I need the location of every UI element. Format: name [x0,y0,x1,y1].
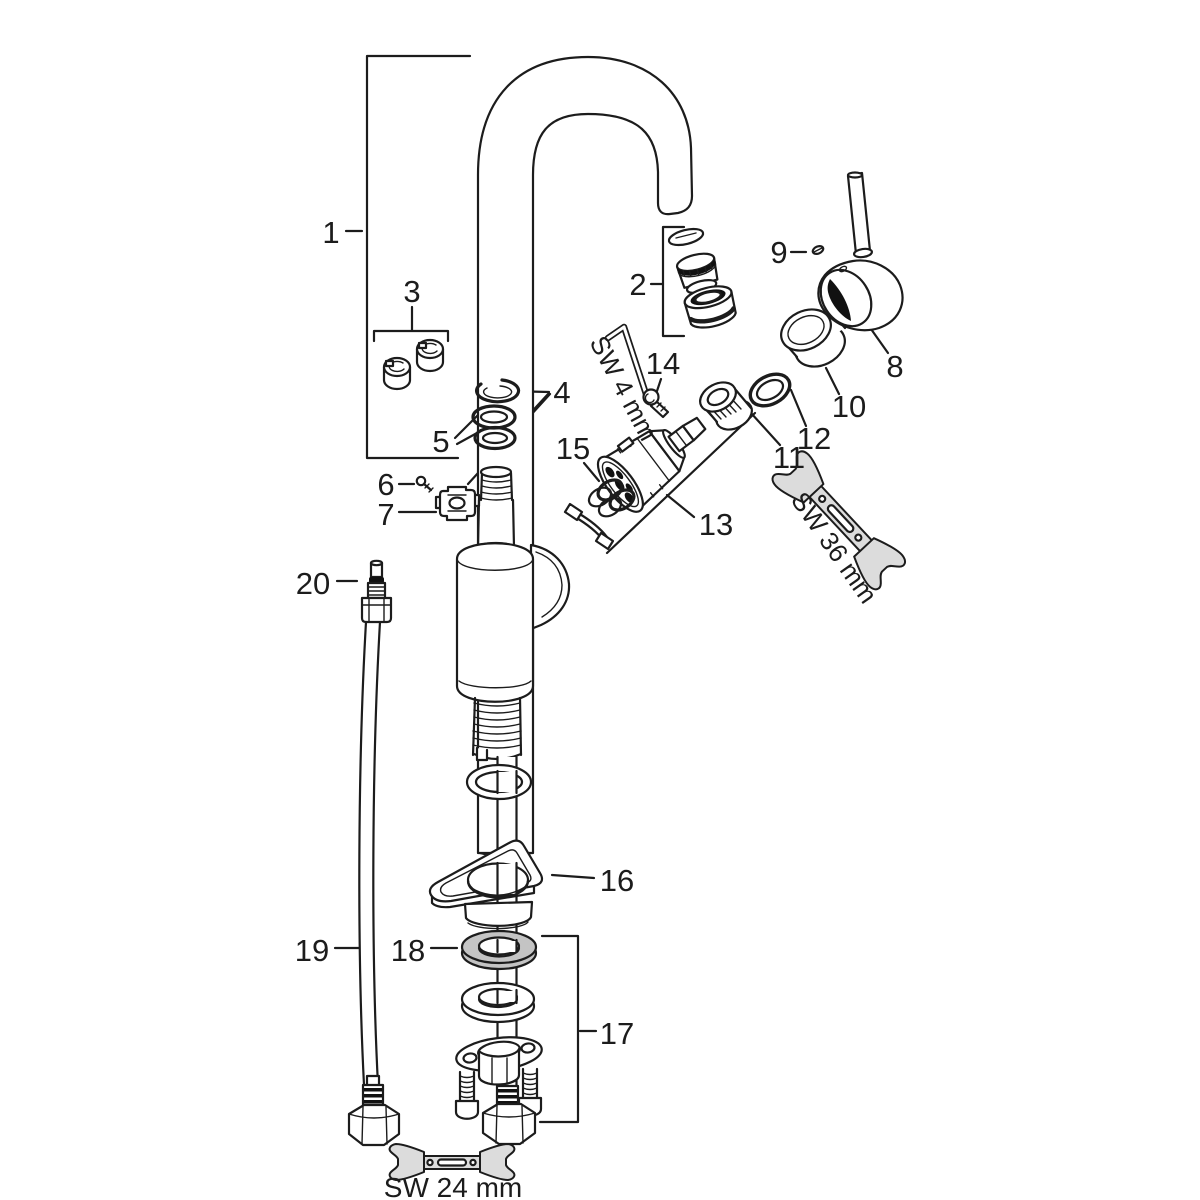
part-2-label: 2 [629,267,646,302]
o-ring-set [471,378,521,451]
part-8-label: 8 [886,349,903,384]
washer-gray [460,929,538,971]
dash-part-16 [550,873,596,880]
part-3-label: 3 [403,274,420,309]
hose-connector-top [360,559,393,624]
leader-part-11 [749,411,782,447]
part-16-label: 16 [600,863,634,898]
plate-cup [463,900,534,927]
aerator-insert [675,252,719,295]
seal-set [563,478,636,551]
faucet-body [455,465,571,1088]
part-1-label: 1 [322,215,339,250]
hose-connector-bottom [347,1074,401,1147]
part-10-label: 10 [832,389,866,424]
wrench-36 [771,450,906,591]
part-15-label: 15 [556,431,590,466]
leader-part-13 [605,411,757,555]
bracket-part-17 [538,934,598,1124]
handle-pin [846,171,872,256]
handle-plug [811,244,825,256]
part-11-label: 11 [773,440,805,475]
part-17-label: 17 [600,1016,634,1051]
retainer-ring [748,372,792,408]
c-clip-ring [475,378,521,404]
grommet [415,338,445,373]
bracket-part-3 [372,305,450,343]
callout-lines [333,54,890,1124]
cartridge-stem [681,416,707,442]
part-9-label: 9 [770,235,787,270]
part-12-label: 12 [797,421,831,456]
pipe-nut [481,1102,537,1146]
part-14-label: 14 [646,346,680,381]
aerator-housing [683,285,737,329]
grommet [382,356,412,391]
wrench-24 [388,1143,516,1181]
bolt [454,1070,480,1120]
leader-part-15 [582,461,601,483]
part-19-label: 19 [295,933,329,968]
o-ring [473,425,517,451]
part-6-label: 6 [377,467,394,502]
clip-adapter [434,485,481,522]
handle-screw [642,388,670,419]
handle [817,171,904,332]
part-4-label: 4 [553,375,570,410]
handle-screw-hole [838,265,848,273]
leader-part-8 [869,327,890,355]
part-18-label: 18 [391,933,425,968]
bracket-part-2 [661,225,686,338]
aerator-seal [667,227,705,247]
knurled-nut [699,381,753,431]
supply-hose [347,559,401,1147]
bracket-part-1 [365,54,472,460]
leader-part-10 [824,366,841,396]
leader-part-12 [789,388,808,428]
escutcheon-plate [428,839,544,930]
fixation-set [454,981,543,1146]
hex-key [604,323,650,398]
hose-nut [347,1103,401,1147]
part-13-label: 13 [699,507,733,542]
part-20-label: 20 [296,566,330,601]
grommet-set [382,338,445,391]
part-5-label: 5 [432,424,449,459]
leader-part-14 [655,377,663,393]
aerator-set [667,227,737,329]
wrench-24-size-label: SW 24 mm [384,1172,522,1200]
set-screw-small [415,475,434,493]
part-7-label: 7 [377,497,394,532]
